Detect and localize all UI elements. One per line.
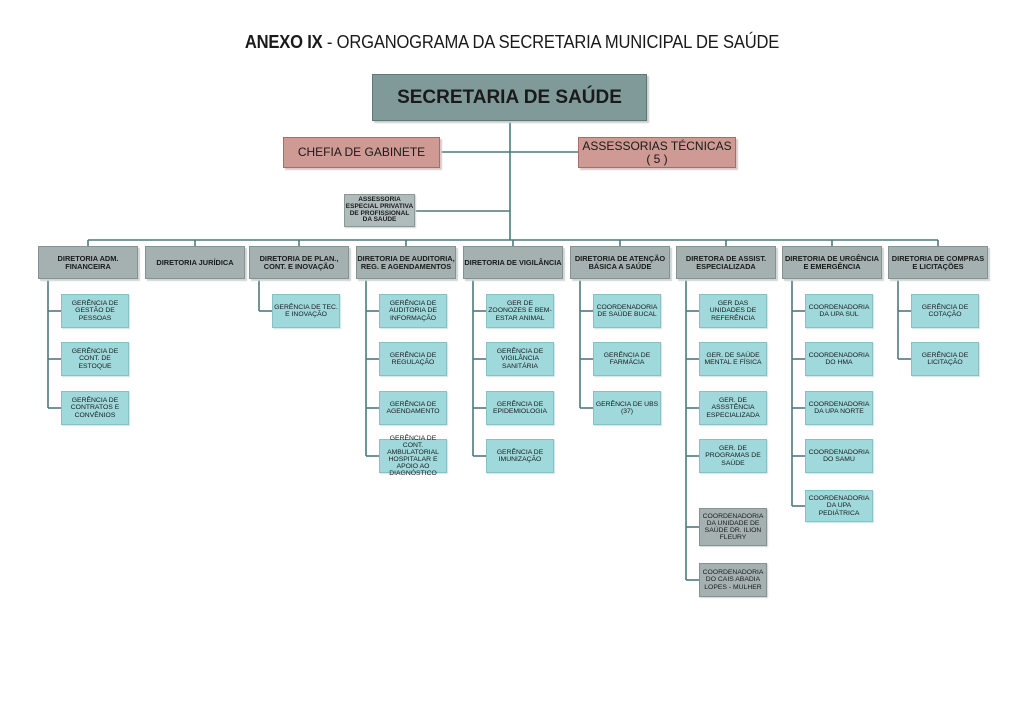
diretoria-box: DIRETORIA ADM. FINANCEIRA xyxy=(38,246,138,279)
gerencia-box: GER. DE PROGRAMAS DE SAÚDE xyxy=(699,439,767,473)
diretoria-box: DIRETORIA JURÍDICA xyxy=(145,246,245,279)
diretoria-box: DIRETORIA DE COMPRAS E LICITAÇÕES xyxy=(888,246,988,279)
gerencia-box: GER. DE SAÚDE MENTAL E FÍSICA xyxy=(699,342,767,376)
gerencia-box: COORDENADORIA DA UPA NORTE xyxy=(805,391,873,425)
diretoria-box: DIRETORIA DE AUDITORIA, REG. E AGENDAMEN… xyxy=(356,246,456,279)
gerencia-box: GERÊNCIA DE UBS (37) xyxy=(593,391,661,425)
gerencia-box: GERÊNCIA DE FARMÁCIA xyxy=(593,342,661,376)
gerencia-box: GERÊNCIA DE CONTRATOS E CONVÊNIOS xyxy=(61,391,129,425)
gerencia-box: GERÊNCIA DE REGULAÇÃO xyxy=(379,342,447,376)
gerencia-box: COORDENADORIA DA UPA PEDIÁTRICA xyxy=(805,490,873,522)
gerencia-box: GERÊNCIA DE EPIDEMIOLOGIA xyxy=(486,391,554,425)
gerencia-box: COORDENADORIA DO SAMU xyxy=(805,439,873,473)
coordenadoria-box: COORDENADORIA DO CAIS ABADIA LOPES - MUL… xyxy=(699,563,767,597)
gerencia-box: COORDENADORIA DA UPA SUL xyxy=(805,294,873,328)
diretoria-box: DIRETORIA DE VIGILÂNCIA xyxy=(463,246,563,279)
gerencia-box: GERÊNCIA DE GESTÃO DE PESSOAS xyxy=(61,294,129,328)
gerencia-box: GERÊNCIA DE CONT. DE ESTOQUE xyxy=(61,342,129,376)
assessoria-especial-box: ASSESSORIA ESPECIAL PRIVATIVA DE PROFISS… xyxy=(344,194,415,227)
gerencia-box: GERÊNCIA DE IMUNIZAÇÃO xyxy=(486,439,554,473)
diretoria-box: DIRETORIA DE ATENÇÃO BÁSICA A SAÚDE xyxy=(570,246,670,279)
page-title-annex: ANEXO IX xyxy=(244,32,323,52)
diretoria-box: DIRETORIA DE PLAN., CONT. E INOVAÇÃO xyxy=(249,246,349,279)
gerencia-box: GERÊNCIA DE LICITAÇÃO xyxy=(911,342,979,376)
secretaria-box: SECRETARIA DE SAÚDE xyxy=(372,74,647,121)
gerencia-box: COORDENADORIA DO HMA xyxy=(805,342,873,376)
gerencia-box: GER. DE ASSSTÊNCIA ESPECIALIZADA xyxy=(699,391,767,425)
coordenadoria-box: COORDENADORIA DA UNIDADE DE SAÚDE DR. IL… xyxy=(699,508,767,546)
page-title-text: - ORGANOGRAMA DA SECRETARIA MUNICIPAL DE… xyxy=(322,32,780,52)
gerencia-box: GERÊNCIA DE TEC. E INOVAÇÃO xyxy=(272,294,340,328)
diretoria-box: DIRETORA DE ASSIST. ESPECIALIZADA xyxy=(676,246,776,279)
gerencia-box: GER DE ZOONOZES E BEM-ESTAR ANIMAL xyxy=(486,294,554,328)
gerencia-box: GERÊNCIA DE COTAÇÃO xyxy=(911,294,979,328)
assessorias-box: ASSESSORIAS TÉCNICAS ( 5 ) xyxy=(578,137,736,168)
chefia-box: CHEFIA DE GABINETE xyxy=(283,137,440,168)
gerencia-box: GERÊNCIA DE CONT. AMBULATORIAL HOSPITALA… xyxy=(379,435,447,477)
gerencia-box: GERÊNCIA DE AGENDAMENTO xyxy=(379,391,447,425)
diretoria-box: DIRETORIA DE URGÊNCIA E EMERGÊNCIA xyxy=(782,246,882,279)
gerencia-box: GER DAS UNIDADES DE REFERÊNCIA xyxy=(699,294,767,328)
gerencia-box: GERÊNCIA DE VIGILÂNCIA SANITÁRIA xyxy=(486,342,554,376)
page-title: ANEXO IX - ORGANOGRAMA DA SECRETARIA MUN… xyxy=(41,32,983,53)
gerencia-box: COORDENADORIA DE SAÚDE BUCAL xyxy=(593,294,661,328)
gerencia-box: GERÊNCIA DE AUDITORIA DE INFORMAÇÃO xyxy=(379,294,447,328)
